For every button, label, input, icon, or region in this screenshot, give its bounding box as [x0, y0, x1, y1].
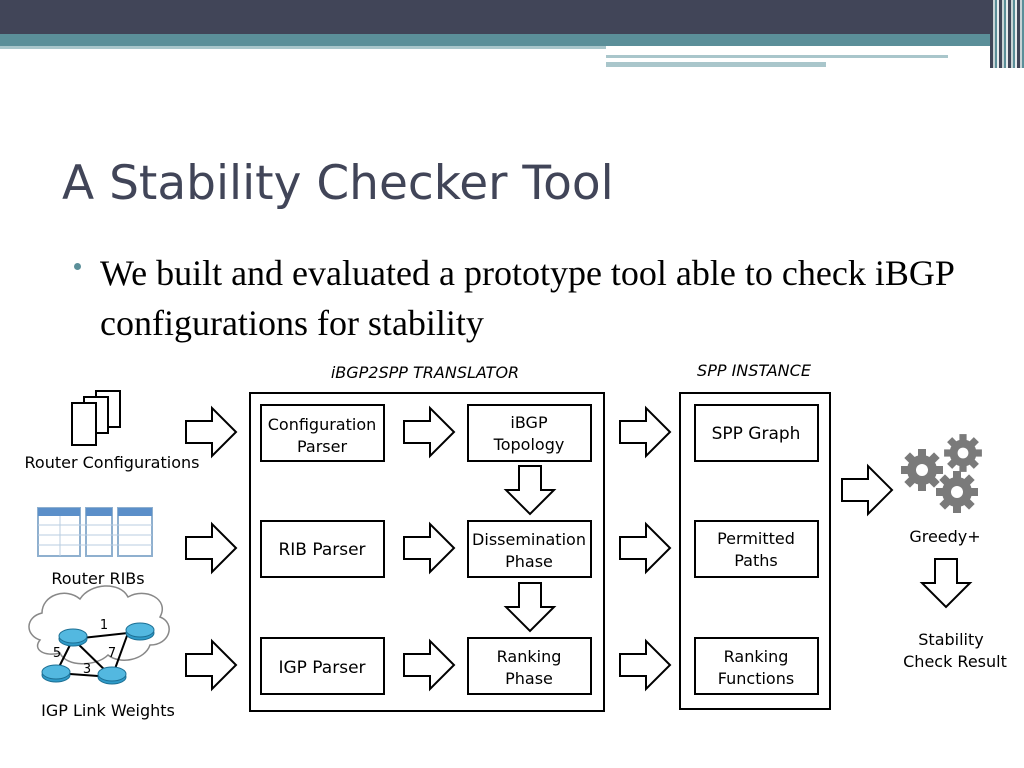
translator-box [249, 392, 605, 712]
spp-box: SPP Graph [694, 404, 819, 462]
svg-text:Ranking: Ranking [724, 647, 789, 666]
parser-box: Configuration Parser [260, 404, 385, 462]
arrow-right-icon [403, 407, 455, 457]
svg-text:Dissemination: Dissemination [472, 530, 586, 549]
svg-text:SPP Graph: SPP Graph [712, 424, 801, 444]
parser-box: RIB Parser [260, 520, 385, 578]
result-label: Stability [918, 630, 983, 649]
svg-text:IGP Parser: IGP Parser [278, 658, 365, 678]
input-label: Router Configurations [25, 453, 200, 472]
header-bar [0, 0, 1024, 34]
bullet-text: We built and evaluated a prototype tool … [100, 253, 954, 343]
arrow-right-icon [185, 523, 237, 573]
svg-text:iBGP: iBGP [510, 413, 548, 432]
bullet-dot-icon [74, 263, 81, 270]
arrow-right-icon [403, 640, 455, 690]
svg-text:Ranking: Ranking [497, 647, 562, 666]
header-accent-line [0, 46, 606, 49]
igp-weight-label: 5 [53, 646, 61, 661]
parser-box: IGP Parser [260, 637, 385, 695]
svg-text:Phase: Phase [505, 669, 553, 688]
svg-text:Paths: Paths [734, 551, 777, 570]
arrow-down-icon [505, 582, 555, 632]
documents-icon [71, 390, 121, 446]
arrow-right-icon [619, 640, 671, 690]
igp-weight-label: 7 [108, 646, 116, 661]
phase-box: Ranking Phase [467, 637, 592, 695]
arrow-right-icon [619, 523, 671, 573]
arrow-down-icon [505, 465, 555, 515]
header-accent-bar [0, 34, 1024, 47]
spp-instance-box [679, 392, 831, 710]
header-line [606, 55, 948, 58]
svg-text:RIB Parser: RIB Parser [278, 540, 365, 560]
arrow-right-icon [185, 407, 237, 457]
svg-text:Parser: Parser [297, 437, 347, 456]
spp-box: Permitted Paths [694, 520, 819, 578]
arrow-right-icon [403, 523, 455, 573]
phase-box: Dissemination Phase [467, 520, 592, 578]
svg-text:Permitted: Permitted [717, 529, 795, 548]
svg-text:Topology: Topology [493, 435, 565, 454]
spp-instance-label: SPP INSTANCE [697, 361, 812, 380]
input-label: IGP Link Weights [41, 701, 175, 720]
arrow-right-icon [185, 640, 237, 690]
svg-text:Functions: Functions [718, 669, 794, 688]
igp-weight-label: 3 [83, 662, 91, 677]
network-cloud-icon: 1 5 3 7 [28, 585, 170, 685]
result-label: Check Result [903, 652, 1007, 671]
gears-icon [901, 434, 982, 513]
arrow-right-icon [841, 465, 893, 515]
table-icon [37, 507, 153, 557]
igp-weight-label: 1 [100, 618, 108, 633]
arrow-right-icon [619, 407, 671, 457]
header-stripes [990, 0, 1024, 68]
spp-box: Ranking Functions [694, 637, 819, 695]
arrow-down-icon [921, 558, 971, 608]
svg-text:Configuration: Configuration [268, 415, 377, 434]
header-line [606, 62, 826, 67]
phase-box: iBGP Topology [467, 404, 592, 462]
slide-title: A Stability Checker Tool [62, 156, 614, 211]
input-label: Router RIBs [51, 569, 144, 588]
pipeline-diagram: iBGP2SPP TRANSLATOR SPP INSTANCE [25, 361, 1007, 720]
svg-text:Phase: Phase [505, 552, 553, 571]
translator-label: iBGP2SPP TRANSLATOR [331, 363, 519, 382]
solver-label: Greedy+ [909, 527, 980, 546]
